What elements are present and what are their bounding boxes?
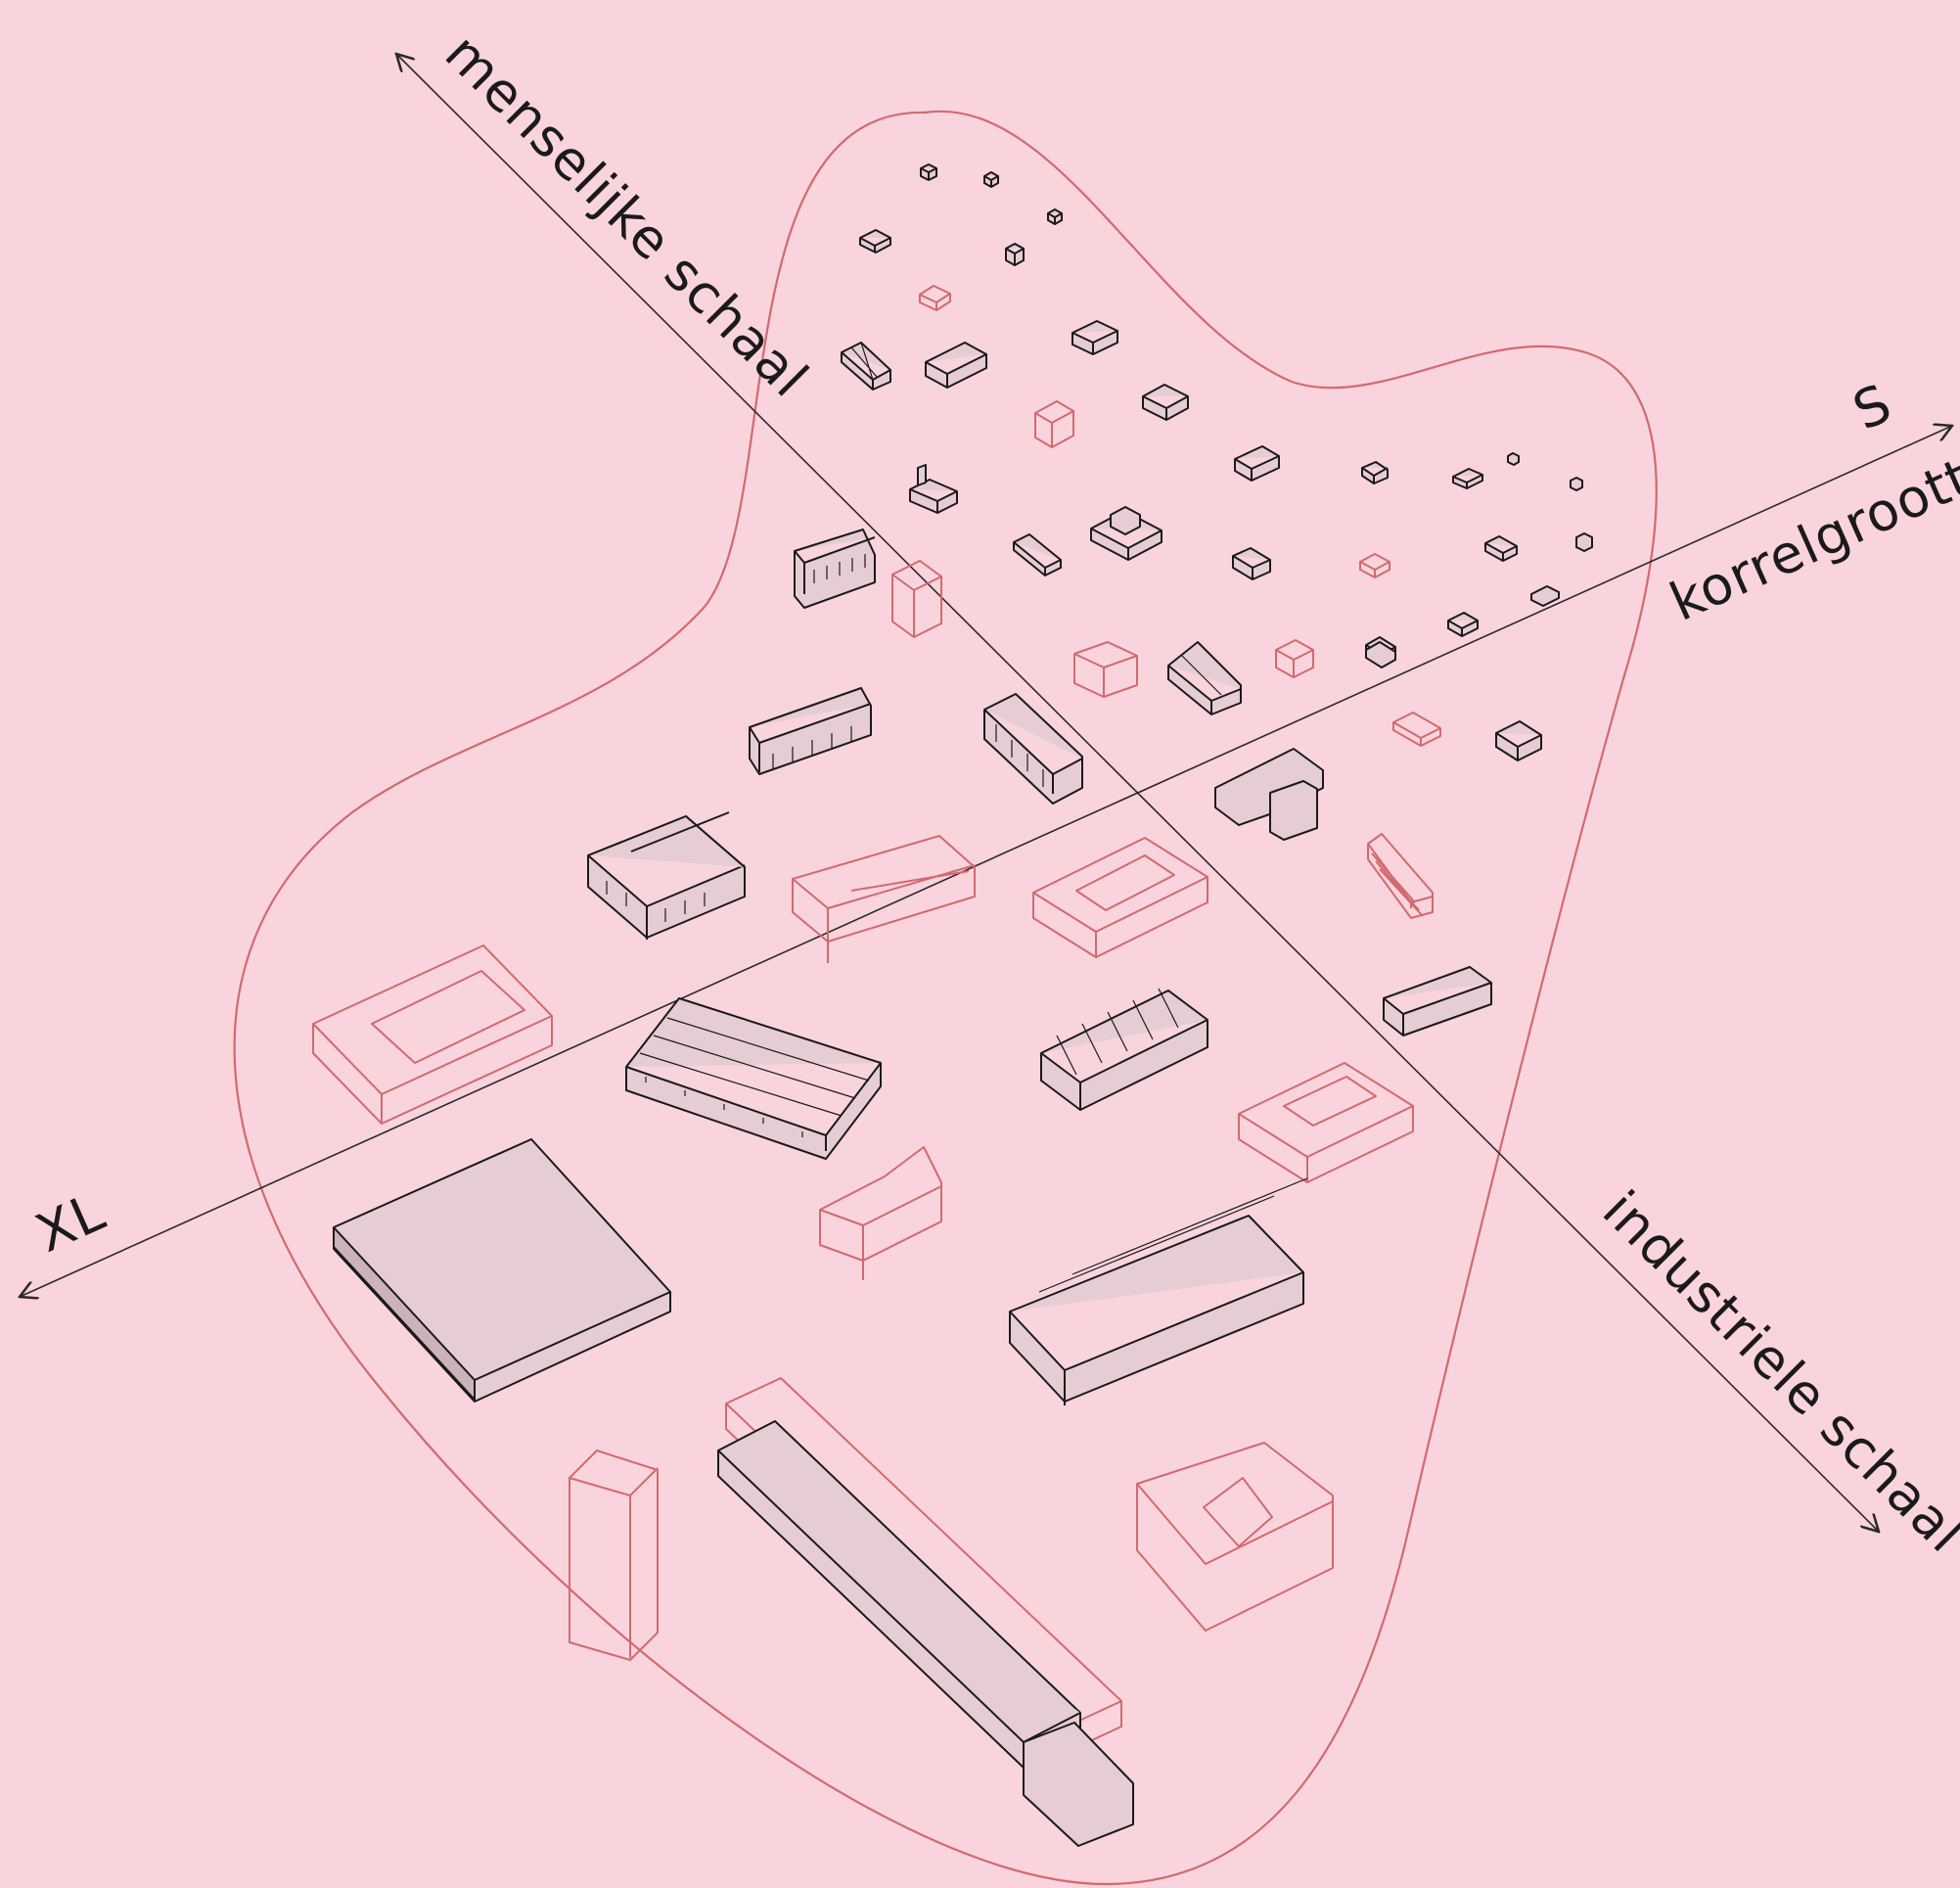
building-long-bar [1383,966,1492,1036]
medium-buildings [587,529,1492,1036]
building-small [1071,320,1118,355]
building-small [1365,641,1396,668]
building-small [1232,547,1271,580]
building-school [587,811,746,940]
building-shed-xl [1009,1177,1308,1405]
building-small [1484,535,1518,562]
human-scale-label: menselijke schaal [433,23,821,410]
small-buildings [841,163,1593,761]
building-courtyard-red [1136,1442,1334,1632]
small-end-label: S [1845,372,1901,442]
building-tiny [1047,208,1063,225]
building-small [1142,384,1189,421]
building-small [1361,461,1389,484]
building-cube-red [1275,639,1314,678]
building-tiny [1507,452,1520,466]
building-small-red [1359,553,1390,578]
building-warehouse-vaulted [625,997,882,1160]
building-villa [983,693,1083,805]
building-small-red [919,285,951,311]
building-tiny [920,163,937,181]
building-tiny [1570,477,1583,491]
building-cube-red [1034,400,1074,448]
building-complex-small [1090,506,1162,561]
building-block [749,687,872,775]
grain-size-axis [20,426,1952,1297]
building-cube-red [1073,641,1138,698]
building-small [925,342,987,389]
building-sawtooth-small [1167,641,1242,715]
building-tall-red [569,1450,659,1661]
building-small [1495,720,1542,761]
building-small [1447,612,1479,637]
building-wedge-red [792,835,976,963]
building-long-black [717,1420,1134,1847]
building-courtyard-red [1032,837,1208,958]
building-platform-xl [333,1138,671,1403]
building-tiny [983,171,999,188]
building-lshape-large [1214,748,1324,841]
building-courtyard-red [1238,1062,1414,1183]
building-row-house [794,529,876,609]
building-tiny [1575,532,1593,552]
building-gabled-small [841,342,891,391]
building-roof-red [819,1146,942,1280]
building-small-red [1392,712,1441,747]
building-tower-red [891,560,942,638]
industrial-scale-label: industriele schaal [1591,1179,1960,1565]
building-tiny [859,229,891,253]
building-small [1013,533,1062,576]
building-small [1452,468,1483,489]
building-l-shape [909,464,958,514]
grain-size-label: korrelgrootte [1662,433,1960,633]
extra-large-end-label: XL [27,1180,114,1265]
building-small [1530,585,1560,607]
building-tiny [1005,243,1025,266]
building-small [1234,445,1280,482]
building-sawtooth [1040,988,1208,1111]
large-buildings [312,944,1414,1847]
building-courtyard-red [312,944,553,1125]
building-tall-red [1367,833,1434,919]
